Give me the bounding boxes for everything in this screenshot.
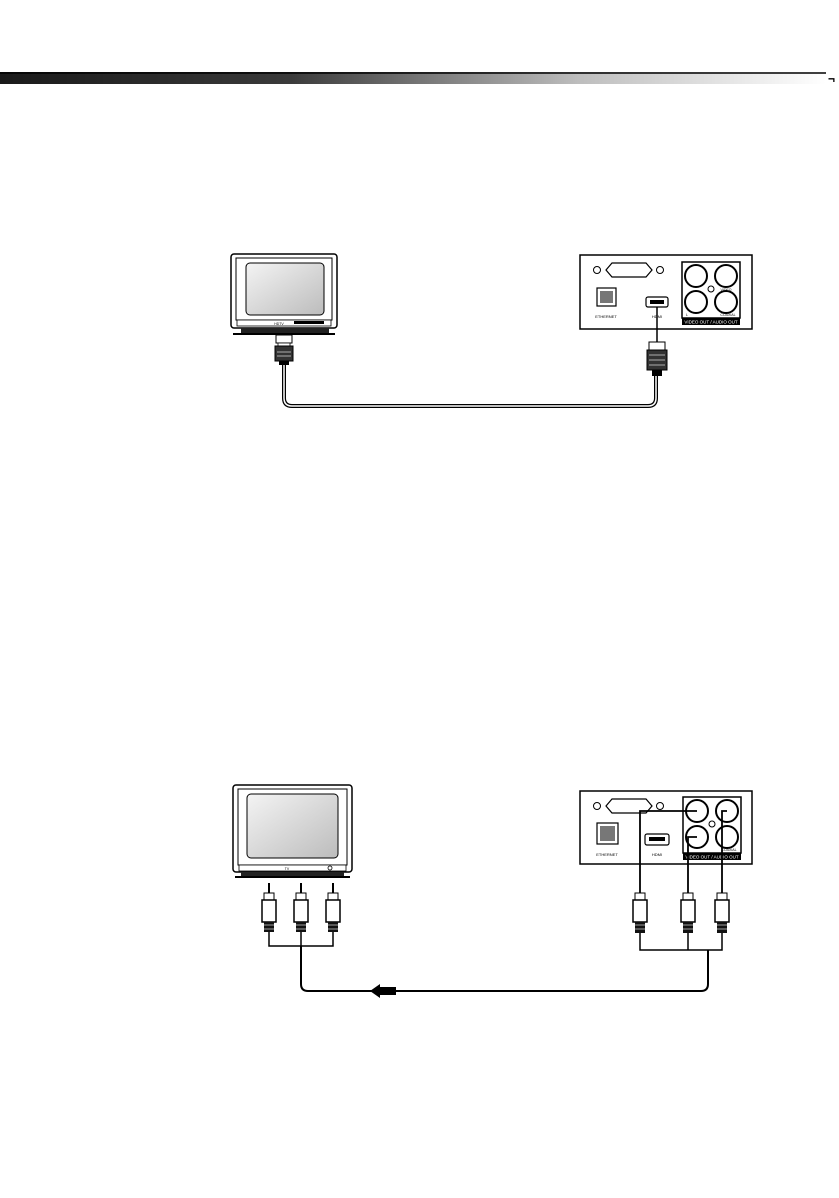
player-panel-av: ETHERNET HDMI L COAXIAL VIDEO OUT / AUDI… bbox=[580, 791, 752, 864]
rca-plug bbox=[262, 883, 276, 932]
label-video: VIDEO bbox=[721, 288, 732, 292]
rca-jack-top-right bbox=[715, 265, 737, 287]
rca-plug bbox=[633, 893, 647, 933]
rca-plug bbox=[681, 893, 695, 933]
label-coaxial: COAXIAL bbox=[720, 313, 735, 317]
tv-model-text: TV bbox=[285, 867, 290, 871]
rca-jack-top-left bbox=[685, 265, 707, 287]
rca-plugs-tv bbox=[262, 883, 340, 946]
rca-jack-bottom-right bbox=[715, 291, 737, 313]
rca-plug bbox=[294, 883, 308, 932]
label-hdmi: HDMI bbox=[652, 852, 662, 857]
label-ethernet: ETHERNET bbox=[596, 852, 618, 857]
label-l: L bbox=[686, 313, 688, 317]
hdmi-cable bbox=[284, 365, 656, 406]
label-strip: VIDEO OUT / AUDIO OUT bbox=[684, 320, 737, 325]
rca-plug bbox=[715, 893, 729, 933]
diagram-hdmi: HDTV ETHERNET HDMI bbox=[231, 254, 752, 406]
label-strip: VIDEO OUT / AUDIO OUT bbox=[685, 855, 738, 860]
header-bar: ¬ bbox=[0, 72, 835, 86]
hdmi-plug-tv bbox=[275, 335, 293, 365]
av-cable bbox=[301, 946, 708, 991]
arrow-left-icon bbox=[370, 984, 396, 998]
rca-jack-bottom-right bbox=[716, 826, 738, 848]
tv-av: TV bbox=[233, 785, 352, 878]
label-coaxial: COAXIAL bbox=[721, 848, 736, 852]
header-corner-mark: ¬ bbox=[828, 72, 835, 86]
tv-model-text: HDTV bbox=[274, 322, 284, 326]
rca-plug bbox=[326, 883, 340, 932]
rca-jack-bottom-left bbox=[685, 291, 707, 313]
tv-screen bbox=[246, 263, 324, 315]
tv-screen bbox=[247, 794, 338, 858]
tv-hdmi: HDTV bbox=[231, 254, 337, 335]
label-ethernet: ETHERNET bbox=[595, 314, 617, 319]
player-panel-hdmi: ETHERNET HDMI VIDEO L COAXIAL VIDEO OUT … bbox=[580, 255, 752, 329]
diagram-av: TV bbox=[233, 785, 752, 998]
